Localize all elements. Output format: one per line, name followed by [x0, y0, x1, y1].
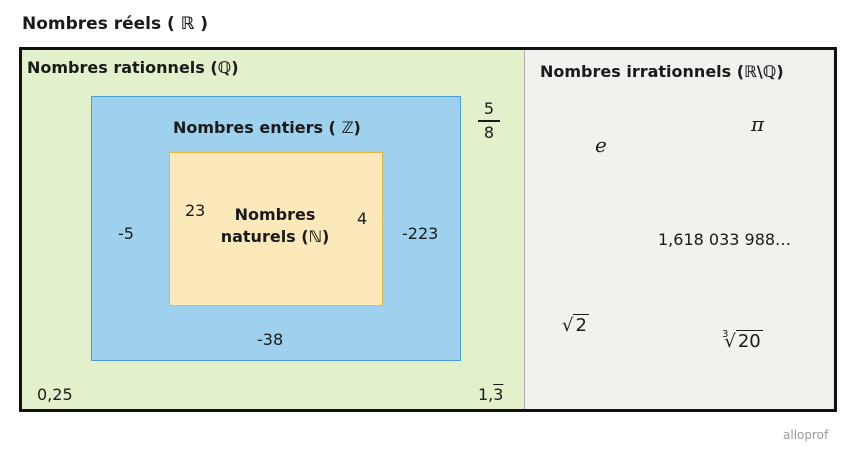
- natural-numbers-box: [169, 152, 383, 306]
- irrational-example-pi: π: [751, 112, 765, 136]
- radical-sign: √: [724, 331, 736, 352]
- rational-numbers-label: Nombres rationnels (ℚ): [27, 58, 239, 77]
- rational-example-decimal: 0,25: [37, 385, 73, 404]
- integers-label: Nombres entiers ( ℤ): [173, 118, 361, 137]
- rational-example-repeating: 1,3: [478, 385, 503, 404]
- irrational-numbers-region: [524, 50, 833, 409]
- integer-example-minus38: -38: [257, 330, 284, 349]
- irrational-example-golden-ratio: 1,618 033 988…: [658, 230, 792, 249]
- integer-example-minus223: -223: [402, 224, 439, 243]
- natural-numbers-label: Nombres naturels (ℕ): [205, 204, 345, 248]
- diagram-title: Nombres réels ( ℝ ): [22, 14, 209, 34]
- integer-example-minus5: -5: [118, 224, 134, 243]
- alloprof-logo: alloprof: [783, 428, 829, 442]
- cbrt-index: 3: [722, 329, 729, 340]
- natural-label-line1: Nombres: [234, 205, 316, 224]
- fraction-denominator: 8: [483, 122, 495, 142]
- sqrt-radicand: 2: [573, 314, 589, 336]
- repeating-integer-part: 1,: [478, 385, 494, 404]
- fraction-numerator: 5: [483, 99, 495, 118]
- irrational-numbers-label: Nombres irrationnels (ℝ\ℚ): [540, 62, 784, 81]
- rational-example-fraction: 5 8: [478, 99, 500, 143]
- natural-label-line2: naturels (ℕ): [220, 227, 330, 246]
- irrational-example-sqrt2: √2: [562, 314, 589, 336]
- natural-example-4: 4: [357, 209, 368, 228]
- repeating-digit: 3: [493, 385, 504, 404]
- irrational-example-e: e: [595, 133, 607, 157]
- irrational-example-cbrt20: 3√20: [722, 329, 763, 352]
- cbrt-radicand: 20: [735, 330, 763, 352]
- fraction-bar: [478, 120, 500, 122]
- radical-sign: √: [562, 315, 574, 336]
- natural-example-23: 23: [185, 201, 206, 220]
